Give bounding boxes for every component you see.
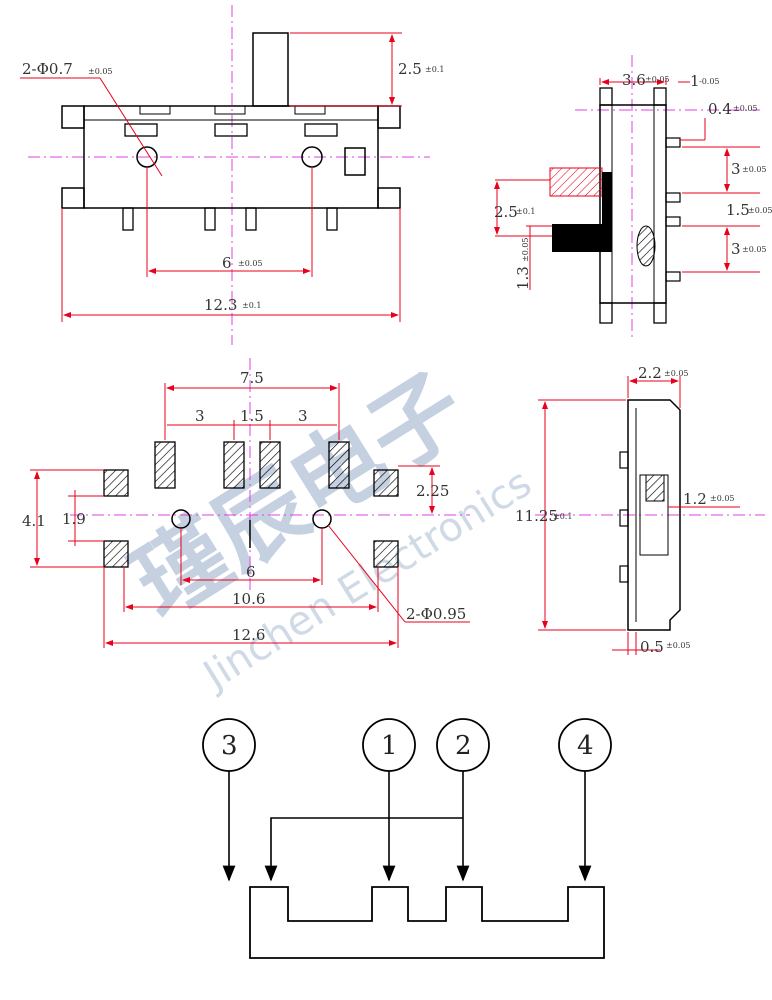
side-top-offset-tol: -0.05 (699, 77, 720, 86)
side-knob-height-tol: ±0.05 (521, 237, 530, 262)
fp-mount-span-outer: 12.6 (232, 626, 265, 644)
end-foot: 0.5 (640, 638, 664, 656)
side-pin-pitch-a-tol: ±0.05 (742, 165, 767, 174)
fp-mount-pad: 1.9 (62, 510, 86, 528)
side-top-offset: 1 (690, 72, 700, 90)
side-pin-pitch-b: 3 (731, 240, 741, 258)
front-overall-length-tol: ±0.1 (242, 301, 261, 310)
front-view: 2-Φ0.7 ±0.05 2.5 ±0.1 6 ±0.05 12.3 ±0.1 (20, 5, 444, 345)
pin-label-4: 4 (577, 731, 594, 761)
side-top-width-tol: ±0.05 (645, 75, 670, 84)
end-knob: 1.2 (683, 490, 707, 508)
fp-mount-height: 4.1 (22, 512, 46, 530)
fp-pad-span: 7.5 (240, 369, 264, 387)
end-top-width: 2.2 (638, 364, 662, 382)
front-hole-pitch-tol: ±0.05 (238, 259, 263, 268)
side-pin-offset: 1.5 (726, 201, 750, 219)
side-view: 3.6 ±0.05 1 -0.05 0.4 ±0.05 3 ±0.05 1.5 … (494, 55, 772, 340)
side-pin-pitch-b-tol: ±0.05 (742, 245, 767, 254)
fp-gap-right: 3 (298, 407, 308, 425)
end-height-tol: ±0.1 (553, 512, 572, 521)
fp-gap-left: 3 (195, 407, 205, 425)
pin-label-1: 1 (381, 731, 398, 761)
pin-label-3: 3 (221, 731, 238, 761)
footprint-view: 7.5 3 1.5 3 4.1 1.9 2.25 6 10.6 12 (22, 358, 470, 648)
schematic: 3 1 2 4 (202, 718, 612, 959)
pin-label-2: 2 (455, 731, 472, 761)
front-actuator-height: 2.5 (398, 60, 422, 78)
fp-gap-mid: 1.5 (240, 407, 264, 425)
front-hole-spec: 2-Φ0.7 (22, 60, 73, 78)
front-hole-pitch: 6 (222, 254, 232, 272)
fp-hole-spec: 2-Φ0.95 (406, 605, 466, 623)
side-travel: 2.5 (494, 203, 518, 221)
side-pin-offset-tol: ±0.05 (748, 206, 772, 215)
front-actuator-height-tol: ±0.1 (425, 65, 444, 74)
end-foot-tol: ±0.05 (666, 641, 691, 650)
side-travel-tol: ±0.1 (516, 207, 535, 216)
side-top-width: 3.6 (622, 71, 646, 89)
side-knob-height: 1.3 (514, 266, 532, 290)
fp-hole-pitch: 6 (246, 563, 256, 581)
front-overall-length: 12.3 (204, 296, 237, 314)
fp-mount-span-inner: 10.6 (232, 590, 265, 608)
side-pin-width-tol: ±0.05 (733, 104, 758, 113)
end-top-width-tol: ±0.05 (664, 369, 689, 378)
side-pin-width: 0.4 (708, 100, 732, 118)
fp-pad-row: 2.25 (416, 482, 449, 500)
end-height: 11.25 (515, 507, 558, 525)
end-view: 2.2 ±0.05 11.25 ±0.1 1.2 ±0.05 0.5 ±0.05 (515, 364, 765, 656)
end-knob-tol: ±0.05 (710, 494, 735, 503)
front-hole-tol: ±0.05 (88, 67, 113, 76)
side-pin-pitch-a: 3 (731, 160, 741, 178)
